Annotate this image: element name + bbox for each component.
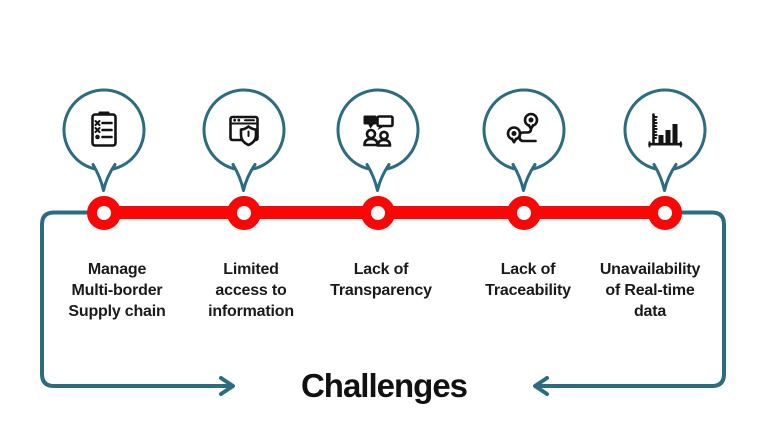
left-bracket-arrow bbox=[40, 210, 232, 388]
bar-chart-icon bbox=[648, 113, 683, 148]
timeline-node bbox=[361, 196, 395, 230]
timeline-node bbox=[507, 196, 541, 230]
challenge-label-supply-chain: Manage Multi-border Supply chain bbox=[68, 261, 166, 320]
left-arrowhead-icon bbox=[533, 376, 549, 396]
challenge-bubble bbox=[620, 88, 710, 205]
challenge-label-traceability: Lack of Traceability bbox=[485, 261, 571, 299]
right-arrowhead-icon bbox=[219, 376, 235, 396]
challenge-label-realtime-data: Unavailability of Real-time data bbox=[599, 261, 701, 320]
challenge-bubble bbox=[479, 88, 569, 205]
conversation-icon bbox=[363, 115, 394, 147]
challenge-bubble bbox=[333, 88, 423, 205]
timeline-node bbox=[648, 196, 682, 230]
secure-browser-icon bbox=[229, 115, 259, 147]
timeline-node bbox=[227, 196, 261, 230]
challenge-label-limited-access: Limited access to information bbox=[208, 261, 294, 320]
challenge-bubble bbox=[59, 88, 149, 205]
challenge-label-transparency: Lack of Transparency bbox=[330, 261, 432, 299]
right-bracket-arrow bbox=[536, 210, 726, 388]
timeline-node bbox=[87, 196, 121, 230]
challenge-bubble bbox=[199, 88, 289, 205]
page-title: Challenges bbox=[300, 367, 468, 404]
route-traceability-icon bbox=[506, 112, 539, 144]
checklist-clipboard-icon bbox=[91, 111, 117, 147]
